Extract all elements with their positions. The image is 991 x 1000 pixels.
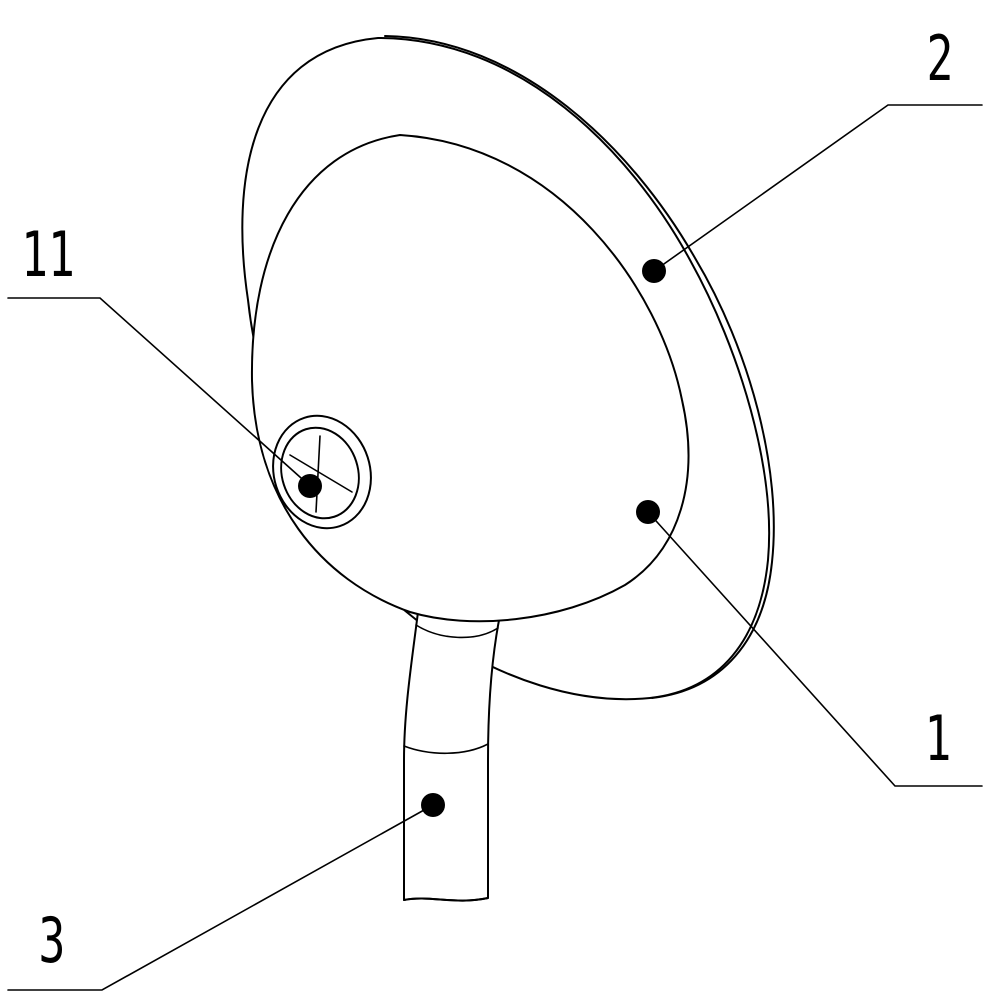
reference-numeral-2: 2 bbox=[927, 23, 954, 95]
pipe bbox=[404, 612, 500, 901]
reference-numeral-11: 11 bbox=[21, 219, 75, 291]
reference-numeral-1: 1 bbox=[925, 703, 952, 775]
leader-line-2 bbox=[654, 105, 982, 271]
reference-numeral-3: 3 bbox=[39, 905, 66, 977]
leader-line-3 bbox=[8, 805, 433, 990]
